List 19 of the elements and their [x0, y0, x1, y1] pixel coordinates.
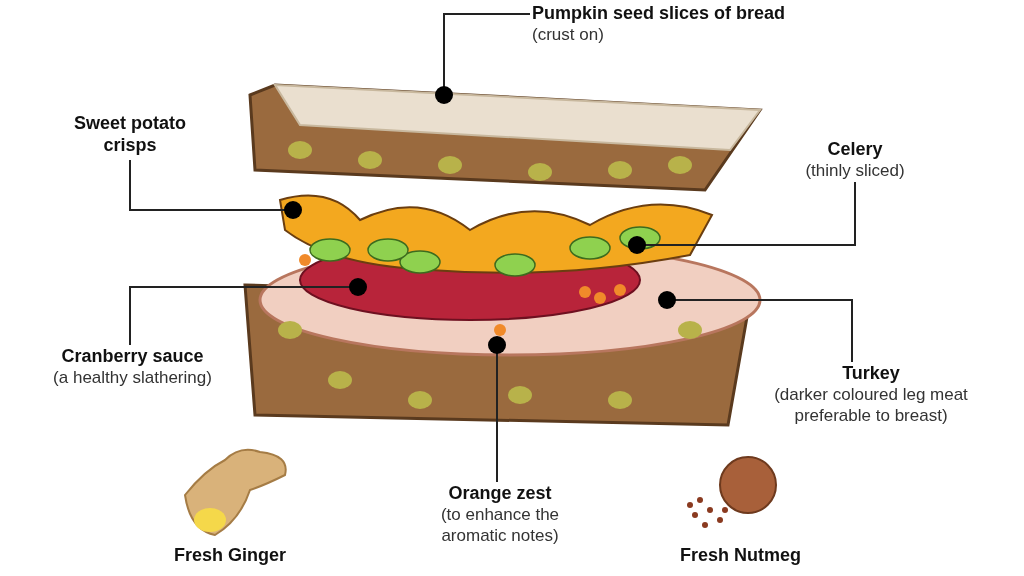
ingredient-name: Fresh Ginger	[174, 545, 287, 566]
leader-line	[435, 13, 531, 104]
ingredient-note: (darker coloured leg meat preferable to breast)	[773, 384, 969, 426]
leader-line	[129, 159, 302, 219]
leader-line	[628, 181, 856, 254]
ingredient-name: Pumpkin seed slices of bread	[532, 2, 787, 24]
ingredient-name: Cranberry sauce	[60, 345, 205, 367]
ingredient-note: (a healthy slathering)	[52, 367, 213, 388]
leader-line	[658, 291, 853, 363]
leader-line	[129, 278, 367, 346]
ingredient-name: Turkey	[841, 362, 901, 384]
leader-line	[488, 336, 506, 483]
ingredient-name: Celery	[826, 138, 884, 160]
ingredient-note: (to enhance the aromatic notes)	[439, 504, 561, 546]
ingredient-name: Sweet potato crisps	[73, 112, 187, 156]
ingredient-name: Fresh Nutmeg	[680, 545, 802, 566]
ingredient-name: Orange zest	[447, 482, 553, 504]
ingredient-note: (crust on)	[532, 24, 605, 45]
ingredient-note: (thinly sliced)	[804, 160, 906, 181]
